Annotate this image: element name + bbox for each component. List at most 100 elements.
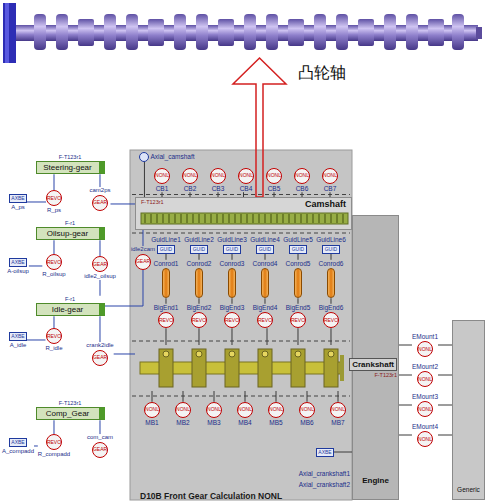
nonl-circle: NONL: [182, 168, 198, 184]
symbol-text: REVO: [258, 318, 272, 323]
symbol-text: GEAR: [136, 259, 150, 264]
part-label: MB3: [207, 419, 220, 426]
connector-line: [142, 230, 143, 246]
connector-line: [265, 254, 266, 260]
part-label: R_compadd: [38, 451, 70, 458]
connector-line: [334, 452, 352, 453]
revo-circle: REVO: [257, 312, 273, 328]
part-label: MB5: [269, 419, 282, 426]
camshaft-stripe: [276, 214, 278, 223]
camshaft-stripe: [198, 214, 200, 223]
part-label: BigEnd1: [154, 304, 179, 311]
gear-contact-symbol: cam2psGEAR: [89, 187, 110, 211]
part-label: Conrod1: [154, 260, 179, 267]
symbol-text: NONL: [323, 173, 337, 178]
symbol-text: NONL: [145, 407, 159, 412]
part-label: com_cam: [87, 434, 113, 441]
revo-circle: REVO: [46, 190, 62, 206]
camshaft-stripe: [312, 214, 314, 223]
model-panel: [130, 150, 352, 500]
symbol-text: NONL: [183, 173, 197, 178]
connector-line: [330, 328, 331, 345]
camshaft-stripe: [150, 214, 152, 223]
nonl-circle: NONL: [294, 168, 310, 184]
crank-web: [192, 349, 206, 387]
title-holder: D10B Front Gear Calculation NONL: [140, 485, 282, 503]
connector-line: [199, 254, 200, 260]
symbol-text: GEAR: [93, 447, 107, 452]
gear-name: Idle-gear: [36, 303, 105, 316]
connector-line: [29, 265, 42, 266]
engine-mount-symbol: EMount4NONL: [412, 423, 438, 447]
gear-circle: GEAR: [92, 195, 108, 211]
symbol-text: NONL: [418, 377, 432, 382]
revolute-joint-symbol: REVOR_oilsup: [42, 254, 65, 278]
conrod-symbol: Conrod6: [319, 260, 344, 298]
bearing-symbol: NONL MB1: [144, 402, 160, 426]
cam-lobe: [244, 14, 256, 50]
part-label: Conrod5: [286, 260, 311, 267]
connector-line: [99, 240, 100, 256]
part-label: CB3: [212, 185, 225, 192]
connector-line: [198, 298, 199, 304]
connector-line: [166, 254, 167, 260]
connector-line: [438, 435, 452, 436]
big-end-joint-symbol: BigEnd1REVO: [154, 304, 179, 328]
camshaft-stripe: [162, 214, 164, 223]
camshaft-stripe: [258, 214, 260, 223]
revolute-joint-symbol: REVOR_compadd: [38, 434, 70, 458]
part-label: Axial_camshaft: [150, 153, 194, 160]
axial-bearing-symbol: AXBE: [316, 448, 334, 457]
guid-box: GUID: [322, 245, 340, 254]
connector-line: [53, 316, 54, 328]
part-label: A_ps: [11, 204, 25, 211]
nonl-circle: NONL: [237, 402, 253, 418]
part-label: A_idle: [10, 342, 27, 349]
camshaft-stripe: [270, 214, 272, 223]
symbol-text: GUID: [259, 247, 272, 252]
part-label: idle2cam: [131, 246, 155, 253]
part-label: GuidLine6: [316, 236, 346, 243]
force-label: F-T123r1: [59, 154, 82, 160]
connector-line: [264, 298, 265, 304]
guide-line-symbol: GuidLine5GUID: [283, 236, 313, 253]
part-label: Conrod4: [253, 260, 278, 267]
part-callout: 凸轮轴: [298, 64, 346, 81]
symbol-text: NONL: [418, 347, 432, 352]
guide-line-symbol: GuidLine4GUID: [250, 236, 280, 253]
part-label: R_oilsup: [42, 271, 65, 278]
part-label: CB6: [296, 185, 309, 192]
connector-line: [152, 391, 153, 402]
nonl-circle: NONL: [417, 341, 433, 357]
diagram-title: D10B Front Gear Calculation NONL: [140, 491, 282, 501]
symbol-text: NONL: [295, 173, 309, 178]
guide-line-symbol: GuidLine1GUID: [151, 236, 181, 253]
gear-name: Steering-gear: [36, 161, 105, 174]
camshaft-stripe: [336, 214, 338, 223]
force-label: F-r1: [65, 220, 75, 226]
nonl-circle: NONL: [238, 168, 254, 184]
camshaft-stripe: [252, 214, 254, 223]
nonl-circle: NONL: [266, 168, 282, 184]
part-label: CB1: [156, 185, 169, 192]
part-label: R_ps: [47, 207, 61, 214]
camshaft-flange: [3, 3, 16, 63]
nonl-circle: NONL: [417, 431, 433, 447]
bearing-symbol: NONLMB7: [330, 402, 346, 426]
connector-line: [53, 420, 54, 434]
part-label: GuidLine3: [217, 236, 247, 243]
connector-line: [99, 174, 100, 187]
symbol-text: NONL: [176, 407, 190, 412]
cam-journal: [148, 19, 164, 46]
camshaft-stripe: [264, 214, 266, 223]
connector-line: [399, 435, 412, 436]
part-label: MB1: [145, 419, 158, 426]
cam-lobe: [336, 14, 348, 50]
symbol-text: NONL: [267, 173, 281, 178]
crank-pin: [229, 351, 235, 357]
dash-line: [132, 396, 350, 397]
part-label: Conrod2: [187, 260, 212, 267]
connector-line: [297, 328, 298, 345]
connector-line: [99, 316, 100, 342]
guide-line-symbol: GuidLine6GUID: [316, 236, 346, 253]
